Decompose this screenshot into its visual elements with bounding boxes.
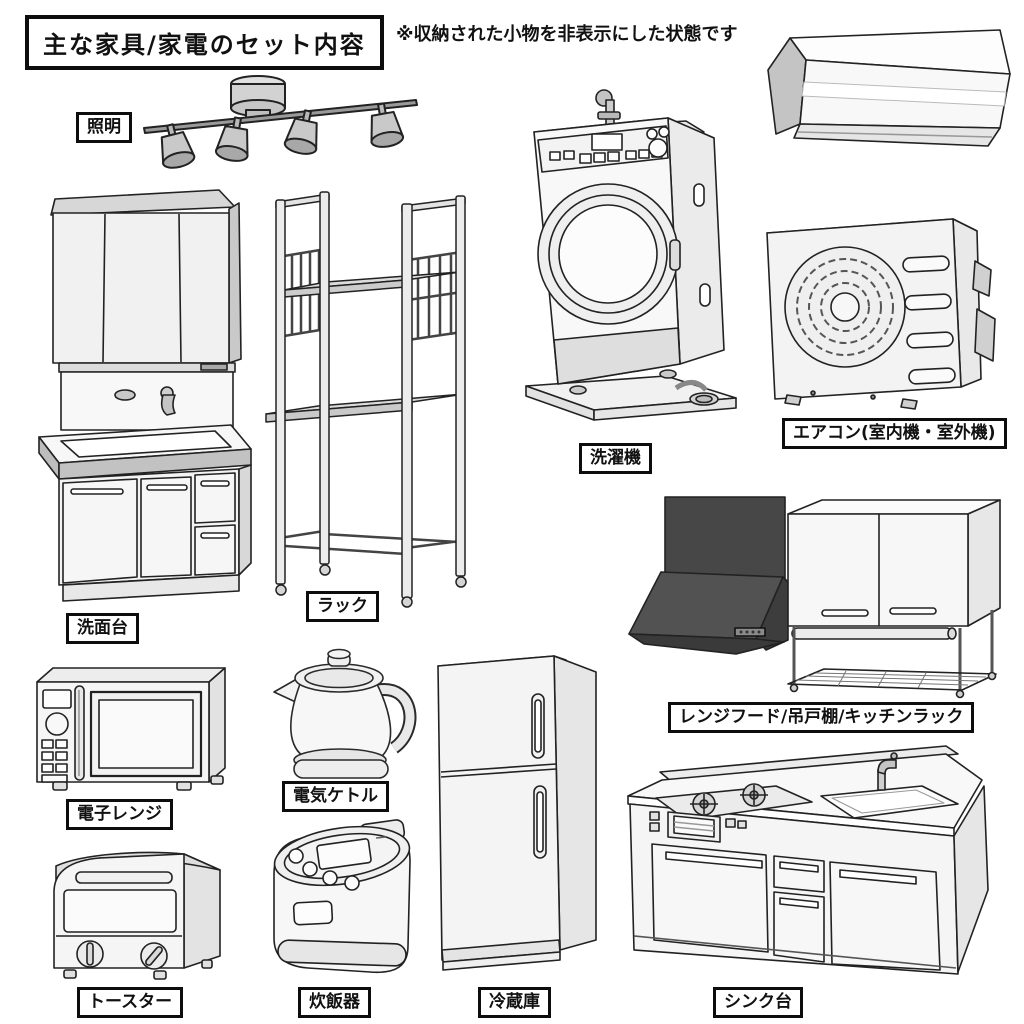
item-lighting: [138, 72, 423, 172]
ac-outdoor-illustration: [766, 218, 996, 410]
item-refrigerator: [430, 644, 608, 979]
page-note: ※収納された小物を非表示にした状態です: [396, 24, 738, 45]
page-title: 主な家具/家電のセット内容: [25, 15, 384, 70]
label-range-hood-set: レンジフード/吊戸棚/キッチンラック: [668, 702, 975, 733]
item-kettle: [266, 636, 424, 784]
label-microwave: 電子レンジ: [66, 799, 173, 830]
sink-unit-illustration: [627, 745, 989, 975]
label-vanity: 洗面台: [66, 613, 139, 644]
label-air-conditioner: エアコン(室内機・室外機): [782, 418, 1007, 449]
stove-burner: [690, 792, 718, 816]
label-toaster: トースター: [77, 987, 184, 1018]
item-rice-cooker: [256, 810, 436, 978]
toaster-illustration: [53, 851, 221, 980]
item-toaster: [42, 842, 242, 984]
rack-illustration: [265, 191, 467, 608]
spotlight: [283, 109, 318, 155]
label-kettle: 電気ケトル: [282, 781, 389, 812]
spotlight: [160, 123, 196, 169]
vanity-illustration: [38, 189, 252, 602]
refrigerator-illustration: [437, 655, 597, 971]
item-rack: [262, 186, 478, 608]
item-microwave: [27, 652, 232, 797]
label-rice-cooker: 炊飯器: [298, 987, 371, 1018]
microwave-illustration: [36, 667, 226, 791]
washing-machine-illustration: [525, 89, 737, 421]
label-rack: ラック: [306, 591, 379, 622]
ac-indoor-illustration: [767, 29, 1011, 147]
stove-burner: [740, 783, 768, 807]
label-washing-machine: 洗濯機: [579, 443, 652, 474]
item-washing-machine: [518, 88, 746, 433]
range-hood-set-illustration: [628, 496, 1001, 699]
label-refrigerator: 冷蔵庫: [478, 987, 551, 1018]
item-range-hood-set: [616, 482, 1016, 699]
spotlight: [214, 116, 249, 162]
label-sink-unit: シンク台: [713, 987, 803, 1018]
item-vanity: [33, 183, 258, 613]
track-light-illustration: [143, 75, 418, 169]
item-sink-unit: [616, 740, 1018, 980]
item-ac-outdoor: [753, 203, 1009, 410]
rice-cooker-illustration: [273, 819, 411, 974]
item-ac-indoor: [760, 26, 1016, 178]
kettle-illustration: [273, 648, 417, 779]
label-lighting: 照明: [76, 112, 132, 143]
spotlight: [370, 102, 405, 148]
